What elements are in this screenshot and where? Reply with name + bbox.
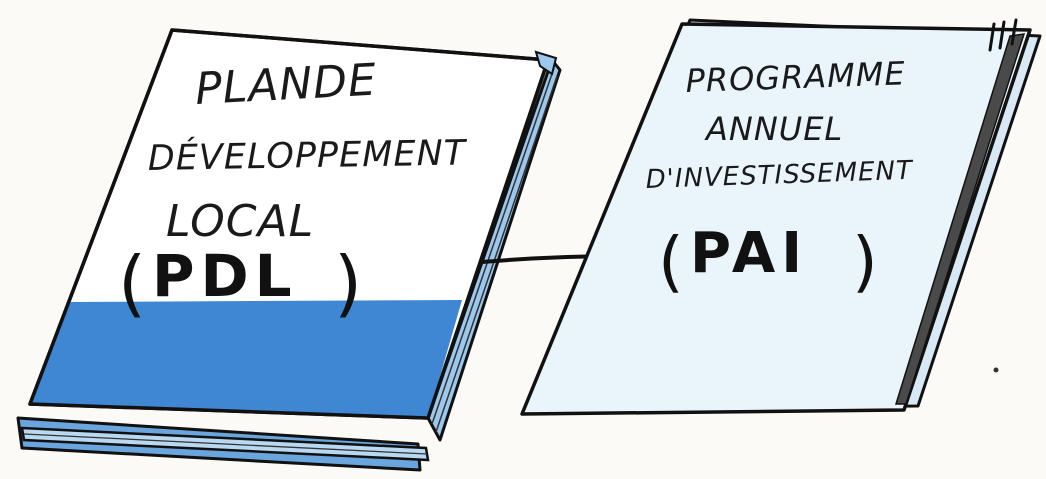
pdl-paren-open: ( <box>118 241 146 325</box>
pdl-title-line2: DÉVELOPPEMENT <box>147 131 468 179</box>
pai-title-line1: PROGRAMME <box>685 54 906 100</box>
pdl-title-line1: PLANDE <box>194 55 378 115</box>
pai-ink-dot <box>994 368 999 373</box>
book-cover-blue-band <box>30 300 462 418</box>
pdl-acronym: PDL <box>152 242 298 310</box>
pai-acronym: PAI <box>690 221 808 286</box>
pdl-book: PLANDE DÉVELOPPEMENT LOCAL ( PDL ) <box>18 30 560 470</box>
pai-title-line2: ANNUEL <box>704 110 843 148</box>
pdl-paren-close: ) <box>334 241 362 325</box>
pai-paren-open: ( <box>658 223 684 300</box>
pai-document: PROGRAMME ANNUEL D'INVESTISSEMENT ( PAI … <box>522 20 1040 414</box>
pai-paren-close: ) <box>852 223 878 300</box>
pdl-title-line3: LOCAL <box>166 196 314 247</box>
